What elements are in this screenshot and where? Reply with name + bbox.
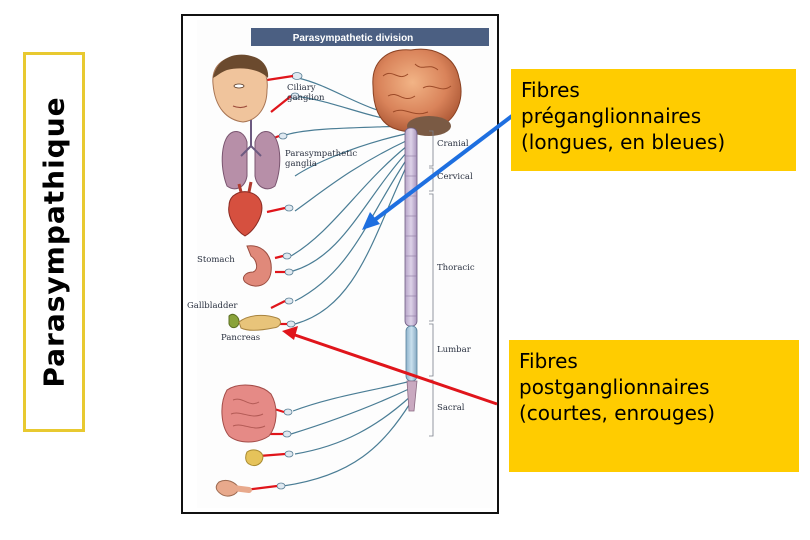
preganglionic-line-2: préganglionnaires: [521, 104, 702, 128]
sacral-segment: [406, 380, 418, 412]
label-cervical: Cervical: [437, 172, 473, 182]
label-pancreas: Pancreas: [221, 333, 260, 343]
label-stomach: Stomach: [197, 255, 235, 265]
pancreas-illustration: [228, 313, 281, 331]
red-arrow: [282, 326, 498, 406]
genitalia-illustration: [215, 479, 252, 497]
heart-illustration: [228, 181, 263, 237]
cord-segments: [405, 155, 417, 317]
side-title-box: Parasympathique: [23, 52, 85, 432]
region-brackets: [429, 130, 434, 437]
cerebellum: [407, 116, 451, 136]
nerve-path: [294, 133, 406, 177]
nerve-path: [294, 140, 407, 212]
label-parasympathetic-2: ganglia: [285, 159, 317, 169]
preganglionic-line-3: (longues, en bleues): [521, 130, 726, 154]
post-fiber: [274, 254, 284, 260]
postganglionic-line-1: Fibres: [519, 349, 578, 373]
stomach-illustration: [242, 245, 272, 287]
anatomy-figure: Parasympathetic division: [181, 14, 499, 514]
nerve-path: [282, 401, 412, 487]
figure-banner: [251, 28, 489, 46]
intestines-illustration: [221, 384, 277, 443]
figure-canvas: Parasympathetic division: [187, 20, 493, 508]
label-parasympathetic-1: Parasympathetic: [285, 149, 357, 159]
label-cranial: Cranial: [437, 139, 469, 149]
preganglionic-line-1: Fibres: [521, 78, 580, 102]
nerve-path: [290, 387, 412, 435]
nerve-path: [294, 395, 412, 455]
label-lumbar: Lumbar: [437, 345, 472, 355]
label-sacral: Sacral: [437, 403, 465, 413]
nerve-path: [282, 125, 406, 137]
post-fiber: [266, 206, 286, 214]
ganglia: [276, 72, 303, 490]
brain-illustration: [372, 48, 462, 136]
nerve-path: [292, 380, 412, 412]
label-ciliary-1: Ciliary: [287, 83, 316, 93]
label-gallbladder: Gallbladder: [187, 301, 238, 311]
figure-banner-label: Parasympathetic division: [293, 33, 414, 44]
postganglionic-line-2: postganglionnaires: [519, 375, 710, 399]
nerve-path: [294, 160, 410, 325]
postganglionic-line-3: (courtes, enrouges): [519, 401, 716, 425]
nerve-path: [292, 150, 409, 272]
head-illustration: [212, 54, 269, 123]
nerve-path: [294, 155, 410, 302]
post-fiber: [270, 95, 292, 113]
blue-arrow: [362, 114, 514, 230]
label-ciliary-2: ganglion: [287, 93, 325, 103]
label-thoracic: Thoracic: [437, 263, 475, 273]
figure-labels: Ciliary ganglion Parasympathetic ganglia…: [187, 83, 475, 413]
post-fiber: [270, 300, 286, 309]
postganglionic-callout: Fibres postganglionnaires (courtes, enro…: [509, 340, 799, 472]
lungs-illustration: [221, 120, 281, 190]
bladder-illustration: [245, 449, 264, 467]
preganglionic-callout: Fibres préganglionnaires (longues, en bl…: [511, 69, 796, 171]
post-fiber: [266, 74, 294, 82]
nerve-path: [290, 145, 408, 257]
